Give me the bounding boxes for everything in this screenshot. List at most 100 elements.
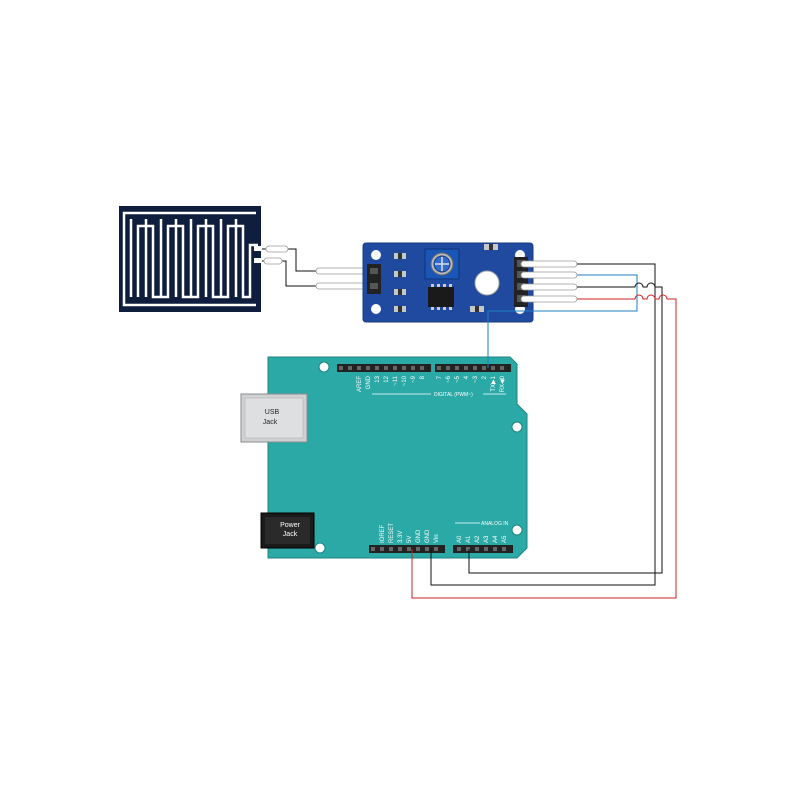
usb-jack: USB Jack <box>240 393 308 443</box>
module-to-arduino-wires <box>411 263 677 599</box>
digital-pin-label: ~10 <box>402 375 408 386</box>
power-pin-label: 5V <box>407 536 413 543</box>
potentiometer <box>424 248 460 280</box>
wire-sleeve-3 <box>315 267 369 275</box>
power-jack: Power Jack <box>260 512 315 549</box>
module-right-header <box>514 257 528 307</box>
bottom-header-hole <box>502 547 506 551</box>
digital-header-hole <box>339 366 343 370</box>
mount-hole-bl <box>371 304 381 314</box>
rain-sensor-plate <box>119 206 262 312</box>
digital-pin-label: 13 <box>375 375 381 382</box>
digital-header-hole <box>393 366 397 370</box>
digital-pin-label: 12 <box>384 375 390 382</box>
analog-pin-label: A3 <box>484 535 490 543</box>
board-mount-hole-3 <box>511 524 523 536</box>
digital-header-hole <box>482 366 486 370</box>
module-output-sleeves <box>520 260 578 303</box>
digital-pin-label: TX▶1 <box>491 375 497 391</box>
module-large-hole <box>474 270 500 296</box>
digital-pin-label: 8 <box>420 375 426 379</box>
digital-header-hole <box>366 366 370 370</box>
power-pin-label: GND <box>425 529 431 543</box>
sensor-trace-comb-a <box>129 219 238 297</box>
digital-header-hole <box>357 366 361 370</box>
bottom-header-hole <box>398 547 402 551</box>
analog-pin-label: A2 <box>475 535 481 543</box>
bottom-header-hole <box>389 547 393 551</box>
bottom-header-hole <box>425 547 429 551</box>
sensor-trace-outer <box>122 211 256 307</box>
analog-pin-label: A4 <box>493 535 499 543</box>
digital-header-hole <box>402 366 406 370</box>
digital-header-hole <box>420 366 424 370</box>
bottom-header-hole <box>484 547 488 551</box>
digital-pin-label: GND <box>366 375 372 389</box>
digital-pin-label: 4 <box>464 375 470 379</box>
board-mount-hole-2 <box>511 421 523 433</box>
usb-jack-line2: Jack <box>263 419 278 426</box>
digital-header-hole <box>473 366 477 370</box>
bottom-header-hole <box>466 547 470 551</box>
digital-pin-label: RX◀0 <box>500 375 506 392</box>
bottom-header-hole <box>380 547 384 551</box>
plate-to-module-wires <box>262 245 369 290</box>
power-pin-label: RESET <box>389 523 395 543</box>
digital-header-hole <box>500 366 504 370</box>
digital-header-hole <box>446 366 450 370</box>
digital-pin-label: ~11 <box>393 375 399 385</box>
digital-pin-label: 2 <box>482 375 488 379</box>
power-pin-label: Vin <box>434 534 440 543</box>
digital-header-hole <box>348 366 352 370</box>
bottom-header-hole <box>407 547 411 551</box>
bottom-header-hole <box>457 547 461 551</box>
wire-gnd <box>430 263 656 586</box>
bottom-header-hole <box>371 547 375 551</box>
comparator-chip <box>428 284 454 310</box>
analog-section-label: ANALOG IN <box>481 521 509 527</box>
digital-pin-label: 7 <box>437 375 443 379</box>
digital-header-hole <box>455 366 459 370</box>
power-jack-line2: Jack <box>283 531 298 538</box>
usb-jack-line1: USB <box>265 409 280 416</box>
digital-header-hole <box>384 366 388 370</box>
digital-header-hole <box>375 366 379 370</box>
wire-signal-digital <box>487 274 638 368</box>
digital-section-label: DIGITAL (PWM~) <box>434 392 473 398</box>
digital-pin-label: AREF <box>357 376 363 392</box>
analog-pin-label: A1 <box>466 535 472 543</box>
sensor-module <box>362 242 534 323</box>
sensor-pad-2 <box>254 258 262 263</box>
digital-header-hole <box>491 366 495 370</box>
digital-pin-label: ~6 <box>446 375 452 383</box>
sensor-pad-1 <box>254 246 262 251</box>
mount-hole-tl <box>371 250 381 260</box>
bottom-header-hole <box>434 547 438 551</box>
analog-pin-label: A5 <box>502 535 508 543</box>
power-pin-label: GND <box>416 529 422 543</box>
power-pin-label: IOREF <box>380 524 386 543</box>
wire-vcc <box>411 294 677 599</box>
digital-pin-label: ~3 <box>473 375 479 383</box>
digital-header-hole <box>437 366 441 370</box>
digital-pin-label: ~5 <box>455 375 461 383</box>
bottom-header-hole <box>416 547 420 551</box>
bottom-header-hole <box>475 547 479 551</box>
sensor-trace-serpentine <box>136 224 258 299</box>
board-mount-hole-1 <box>318 361 330 373</box>
digital-pin-label: ~9 <box>411 375 417 383</box>
power-pin-label: 3.3V <box>398 531 404 543</box>
analog-pin-label: A0 <box>457 535 463 543</box>
digital-header-hole <box>464 366 468 370</box>
wire-sleeve-2 <box>263 257 283 265</box>
analog-header <box>453 545 513 553</box>
wire-signal-analog <box>468 282 663 574</box>
board-mount-hole-4 <box>314 542 326 554</box>
digital-header-hole <box>411 366 415 370</box>
wire-sleeve-1 <box>265 245 289 253</box>
power-jack-line1: Power <box>280 522 301 529</box>
wire-sleeve-4 <box>315 282 369 290</box>
bottom-header-hole <box>493 547 497 551</box>
